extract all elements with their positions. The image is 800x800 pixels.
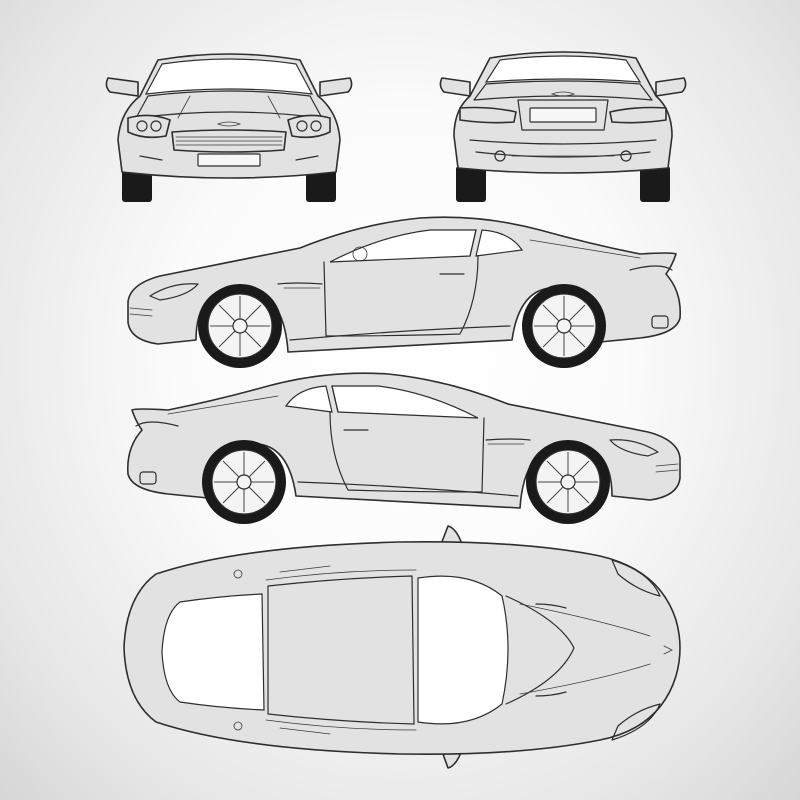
top-rear-window [161, 593, 265, 711]
front-headlight-left [127, 114, 171, 139]
side-view-left-car [127, 216, 682, 368]
front-windshield [144, 58, 314, 95]
top-headlight-upper [611, 559, 661, 597]
exhaust-left [494, 150, 506, 162]
rear-number-plate [529, 107, 597, 123]
front-number-plate [197, 153, 261, 167]
top-windshield [417, 575, 509, 725]
side-view-right-car [126, 372, 681, 524]
rear-window [484, 55, 642, 83]
side-window-rear [475, 229, 524, 257]
exhaust-right [620, 150, 632, 162]
rear-mirror-right [655, 77, 687, 97]
rear-mirror-left [439, 77, 471, 97]
rear-view-car [439, 51, 687, 202]
side-window-front [329, 229, 477, 263]
top-headlight-lower [611, 703, 661, 741]
front-mirror-right [319, 77, 353, 97]
front-mirror-left [105, 77, 139, 97]
front-headlight-right [287, 114, 331, 139]
rear-taillight-left [459, 106, 517, 124]
top-view-car [123, 525, 681, 769]
front-view-car [105, 53, 353, 202]
rear-taillight-right [609, 106, 667, 124]
